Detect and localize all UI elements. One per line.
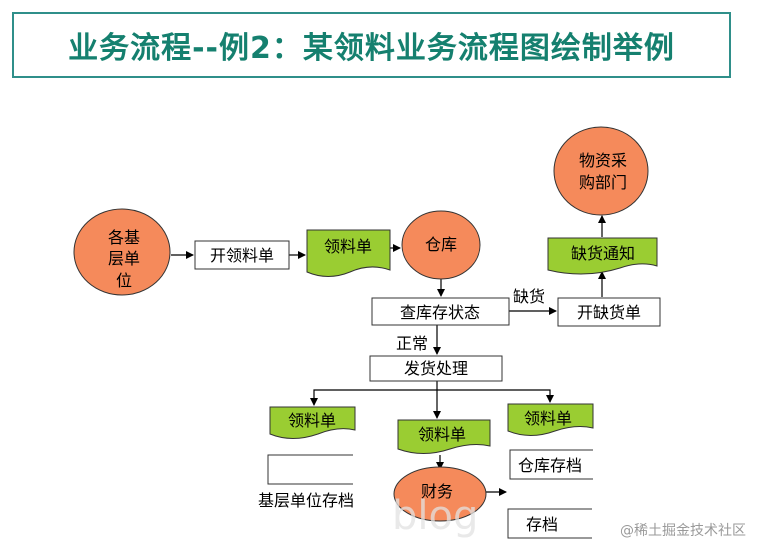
title-frame: 业务流程--例2：某领料业务流程图绘制举例 — [12, 12, 731, 78]
ll-mid-label: 领料单 — [418, 425, 466, 444]
unit-label-2: 层单 — [108, 249, 140, 268]
arrow-fahuo-to-llleft — [310, 389, 437, 406]
chakucun-box — [371, 297, 510, 326]
wuzi-circle — [553, 126, 649, 216]
cundang-storage — [507, 508, 592, 539]
quehuo-tongzhi-document — [547, 237, 658, 275]
kai-quehuo-box — [557, 297, 661, 327]
quehuo-tongzhi-label: 缺货通知 — [571, 244, 635, 263]
zhengchang-label: 正常 — [396, 334, 428, 353]
jiceng-cundang-storage — [267, 454, 353, 485]
wuzi-label-2: 购部门 — [579, 173, 627, 192]
site-watermark: @稀土掘金技术社区 — [620, 523, 746, 539]
kaill-label: 开领料单 — [210, 246, 274, 265]
kaill-box — [194, 240, 290, 270]
ll-mid-document — [397, 419, 491, 454]
ll-left-label: 领料单 — [288, 411, 336, 430]
page-title: 业务流程--例2：某领料业务流程图绘制举例 — [68, 31, 675, 66]
fahuo-label: 发货处理 — [404, 359, 468, 378]
fahuo-box — [369, 355, 503, 382]
kai-quehuo-label: 开缺货单 — [577, 303, 641, 322]
cundang-label: 存档 — [526, 515, 558, 534]
ll1-document — [306, 229, 391, 277]
unit-label-1: 各基 — [108, 228, 140, 247]
quehuo-label: 缺货 — [513, 287, 545, 306]
ll-left-document — [269, 406, 356, 439]
caiwu-circle — [393, 466, 487, 522]
ll-right-label: 领料单 — [524, 409, 572, 428]
unit-label-3: 位 — [116, 271, 132, 290]
chakucun-label: 查库存状态 — [400, 303, 480, 322]
jiceng-cundang-label: 基层单位存档 — [258, 491, 354, 510]
wuzi-label-1: 物资采 — [579, 151, 627, 170]
cangku-label: 仓库 — [425, 235, 457, 254]
cangku-cundang-label: 仓库存档 — [518, 456, 582, 475]
unit-circle — [73, 208, 171, 296]
cangku-circle — [401, 210, 481, 280]
ll-right-document — [507, 403, 594, 436]
caiwu-label: 财务 — [421, 482, 453, 501]
ll1-label: 领料单 — [324, 237, 372, 256]
cangku-cundang-storage — [509, 449, 593, 480]
connectors — [171, 215, 606, 496]
arrow-fahuo-to-llright — [437, 389, 554, 403]
